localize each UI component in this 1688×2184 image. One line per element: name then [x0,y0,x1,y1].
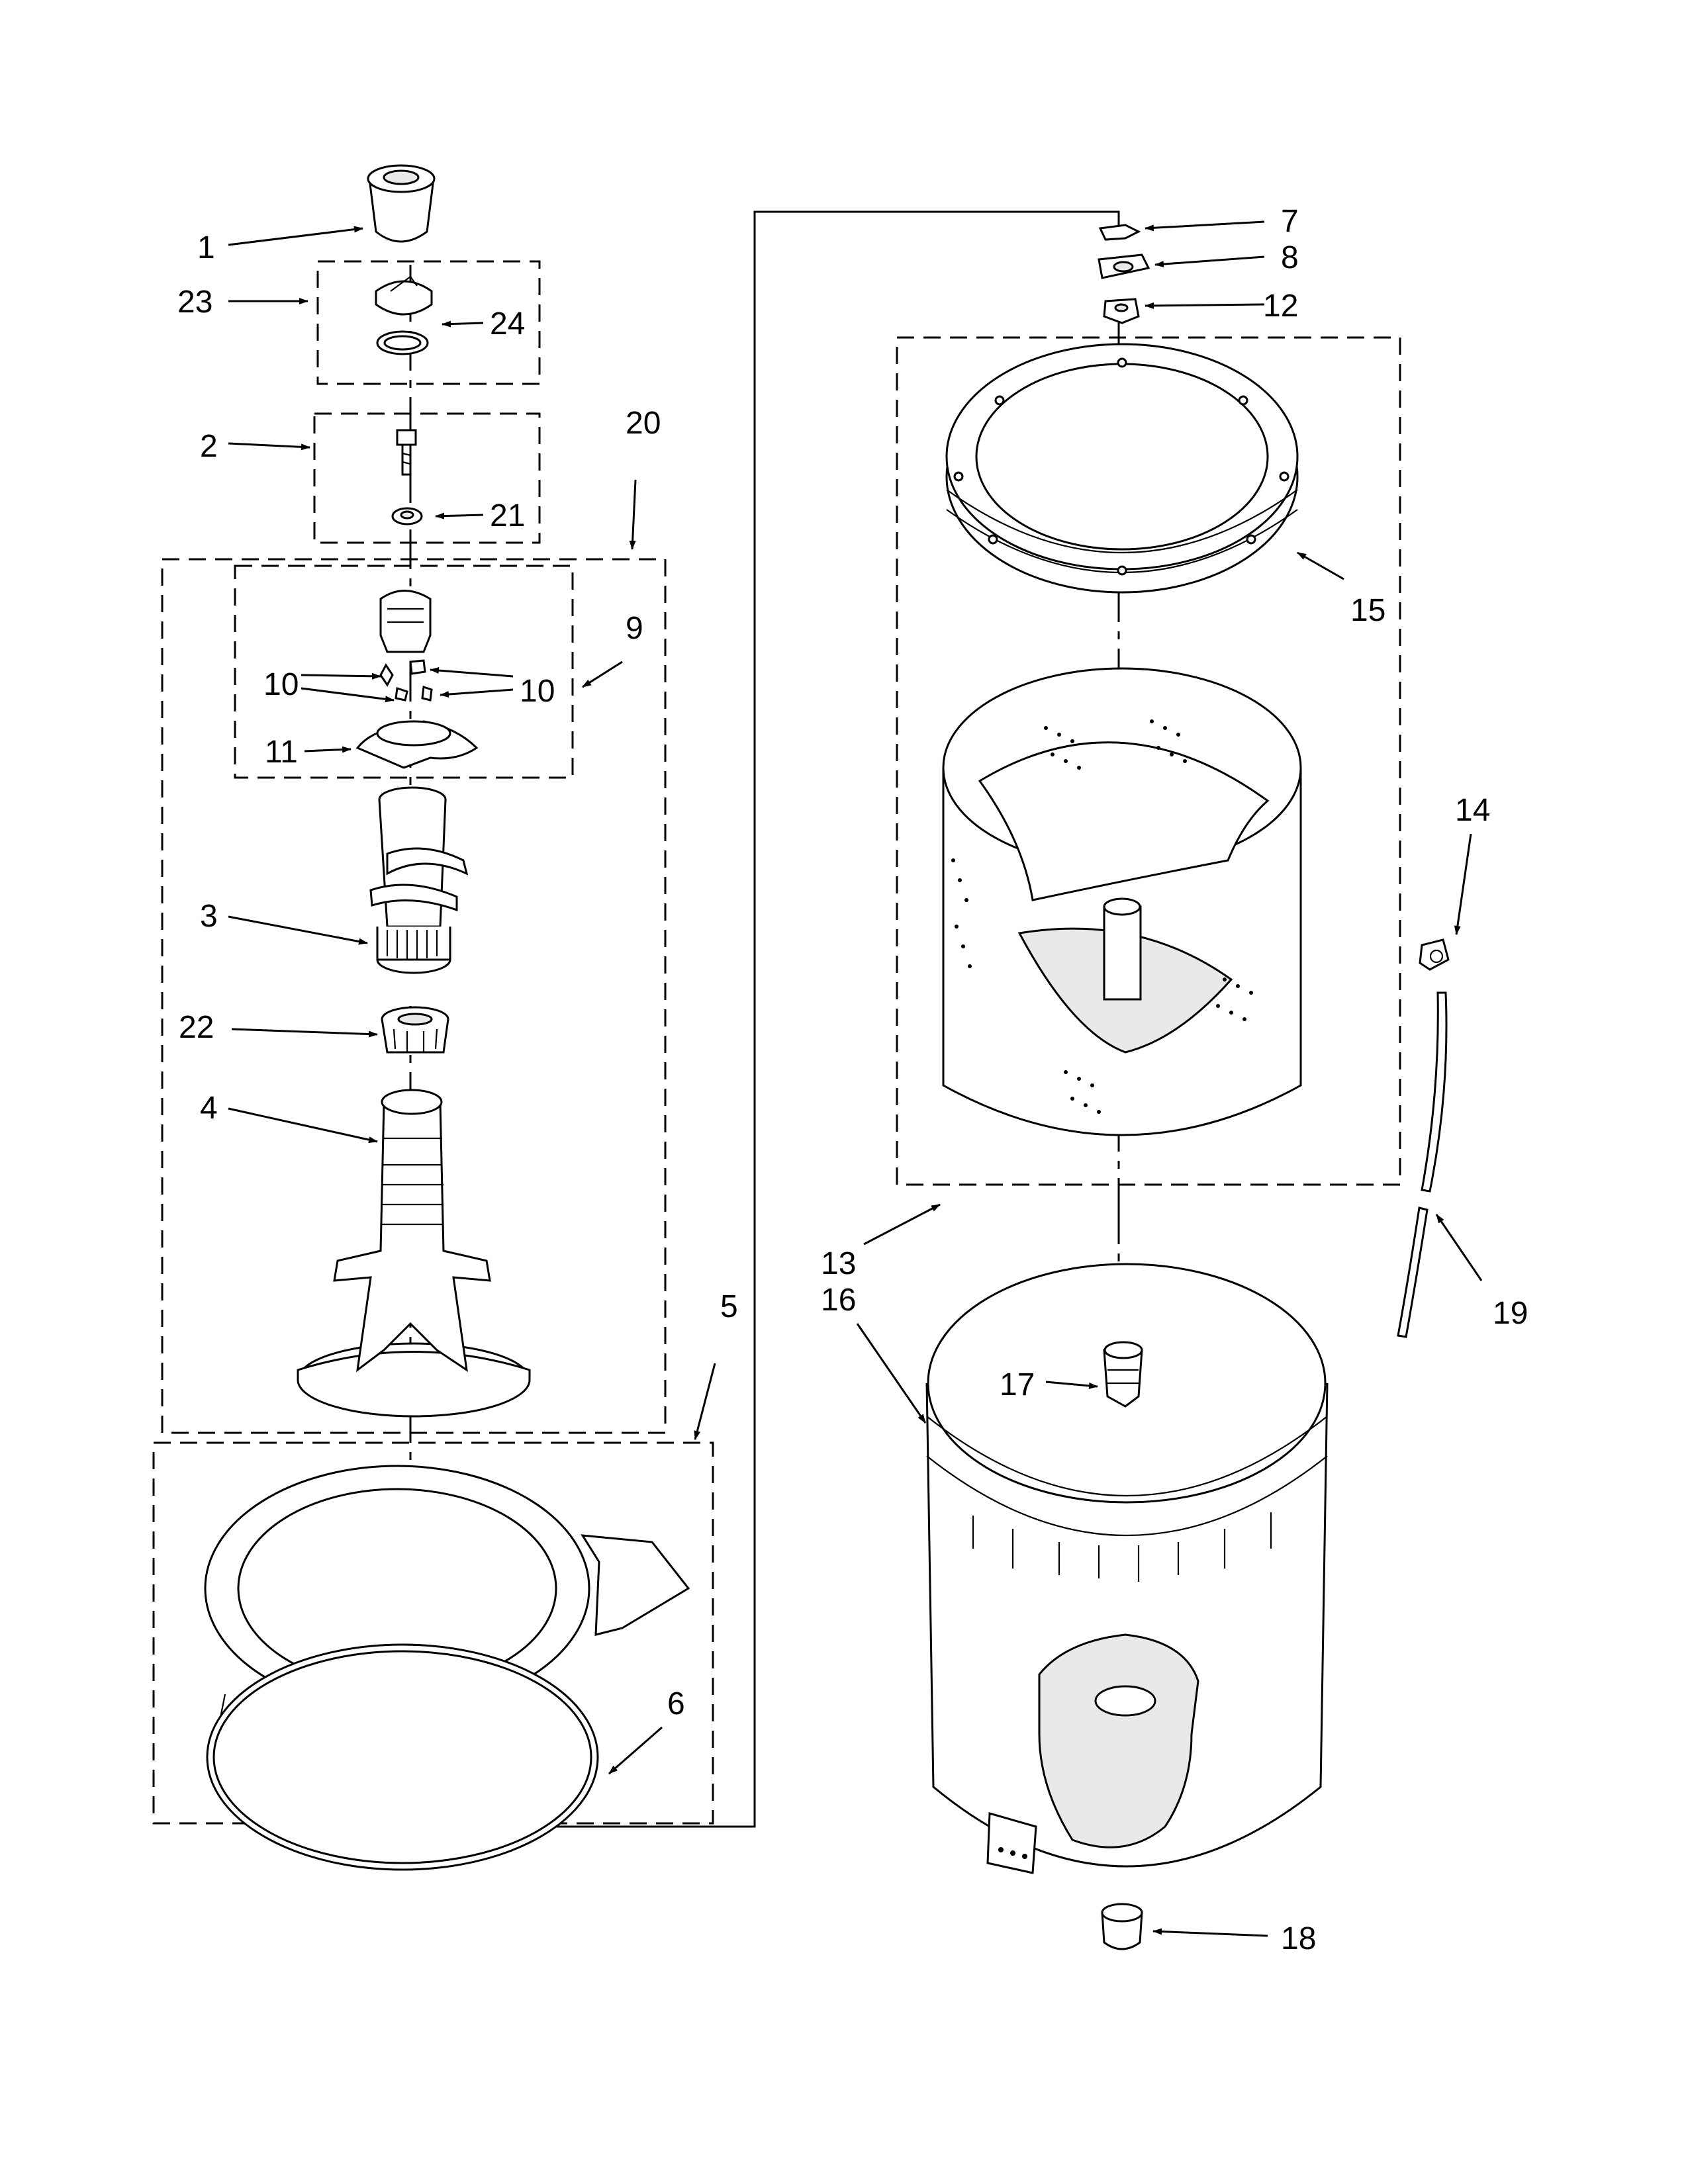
part-12-hub-nut [1103,298,1140,324]
callout-14: 14 [1455,793,1490,828]
callout-17: 17 [1000,1367,1035,1402]
part-5-tub-ring [204,1465,690,1780]
part-13-spin-basket [942,667,1302,1136]
callout-13: 13 [821,1246,856,1281]
group-box-13 [896,336,1401,1186]
group-box-23 [316,260,541,385]
callout-1: 1 [197,230,215,265]
callout-18: 18 [1281,1921,1316,1956]
callout-11: 11 [265,735,298,770]
part-11-cam-base [355,720,479,769]
part-6-tub-seal [206,1643,599,1871]
callout-labels: 1 23 24 2 21 20 9 10 10 11 3 22 4 5 6 7 … [177,204,1528,1956]
part-2-bolt [396,429,417,476]
callout-23: 23 [177,285,212,320]
group-box-9 [234,565,574,779]
callout-16: 16 [821,1283,856,1318]
callout-arrows [228,220,1483,1937]
group-box-2 [313,412,541,544]
part-17-hub-seal [1103,1341,1143,1408]
callout-10-left: 10 [263,667,299,702]
callout-10-right: 10 [520,674,555,709]
part-22-bearing [381,1006,449,1054]
callout-19: 19 [1493,1296,1528,1331]
callout-22: 22 [179,1010,214,1045]
callout-21: 21 [490,498,525,533]
part-4-agitator-base [297,1089,531,1418]
part-24-o-ring [376,330,429,355]
part-15-balance-ring [945,343,1299,594]
part-1-agitator-cap [367,164,436,243]
callout-2: 2 [200,429,218,464]
part-10-dogs [379,659,433,702]
part-3-agitator-auger [369,786,469,974]
callout-8: 8 [1281,240,1299,275]
callout-6: 6 [667,1686,685,1721]
callout-3: 3 [200,899,218,934]
callout-20: 20 [626,406,661,441]
callout-5: 5 [720,1289,738,1324]
basket-perforations [951,719,1253,1114]
part-7-nut-cap [1098,224,1141,241]
part-18-drain-plug [1101,1903,1143,1950]
part-21-washer [391,507,423,525]
callout-12: 12 [1263,289,1298,324]
part-19-hose [1397,991,1448,1338]
callout-24: 24 [490,306,525,341]
callout-4: 4 [200,1091,218,1126]
part-8-spanner-nut [1098,253,1150,279]
callout-15: 15 [1350,593,1385,628]
part-9-cam-assembly [379,590,432,653]
part-16-outer-tub [925,1263,1329,1874]
group-box-20 [161,558,667,1434]
part-23-cap-insert [375,275,433,316]
callout-9: 9 [626,611,643,646]
part-14-hose-clamp [1419,938,1450,971]
callout-7: 7 [1281,204,1299,239]
